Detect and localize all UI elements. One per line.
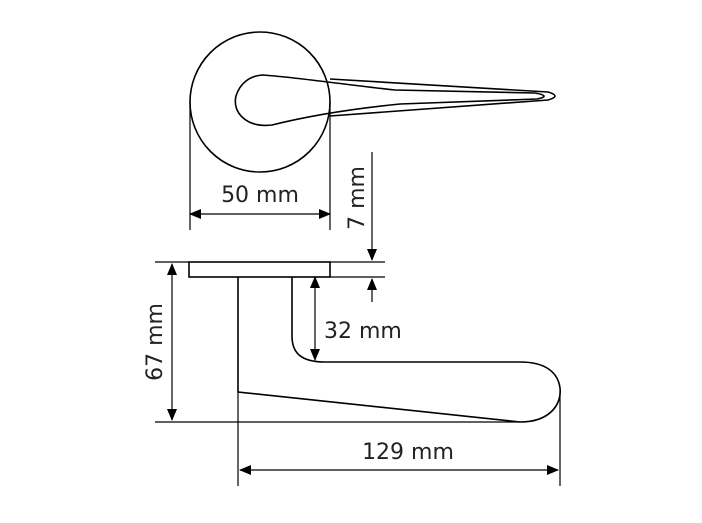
lever-top-outline bbox=[329, 78, 556, 117]
lever-side-outline bbox=[237, 277, 561, 423]
top-view bbox=[189, 31, 556, 173]
rosette-base bbox=[188, 261, 331, 278]
dimension-50mm: 50 mm bbox=[189, 102, 331, 230]
label-129mm: 129 mm bbox=[362, 440, 454, 465]
dimension-129mm: 129 mm bbox=[237, 390, 561, 486]
label-7mm: 7 mm bbox=[345, 166, 370, 230]
label-67mm: 67 mm bbox=[143, 303, 168, 381]
dimension-7mm: 7 mm bbox=[330, 152, 385, 302]
rosette-circle bbox=[189, 31, 331, 173]
dimension-67mm: 67 mm bbox=[143, 261, 520, 423]
side-view bbox=[188, 261, 561, 423]
label-50mm: 50 mm bbox=[221, 183, 299, 208]
dimension-32mm: 32 mm bbox=[310, 276, 402, 361]
label-32mm: 32 mm bbox=[324, 319, 402, 344]
lever-top-inner bbox=[234, 74, 545, 127]
